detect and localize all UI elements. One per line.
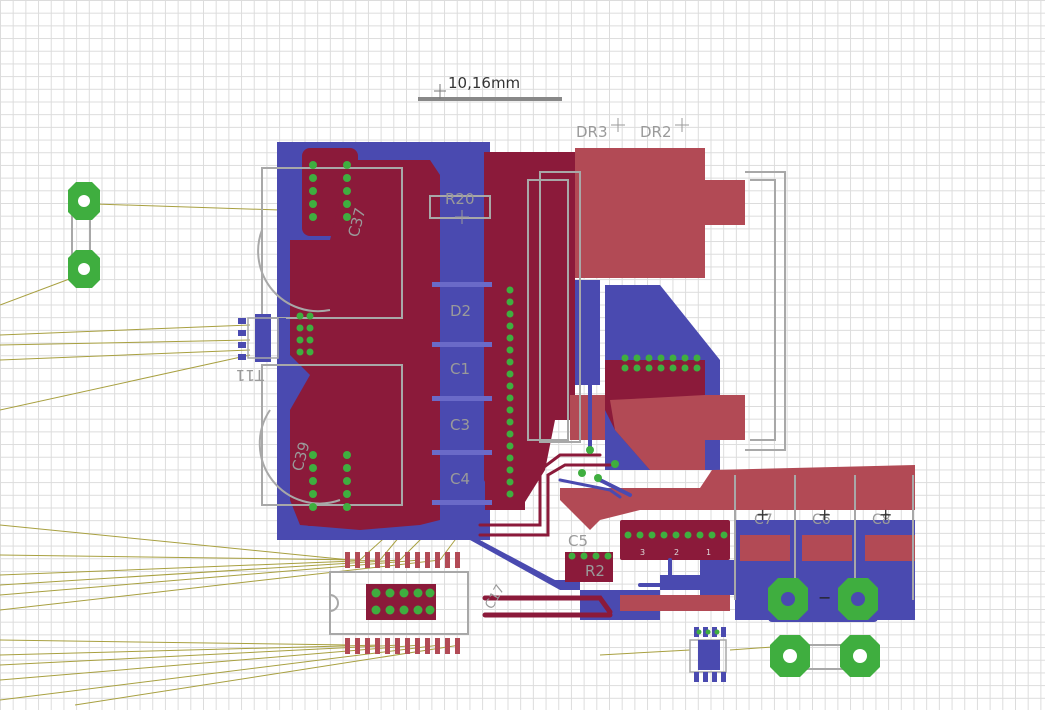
connector-bottom[interactable]: [770, 635, 880, 677]
top-copper-light: [560, 148, 915, 611]
dimension-measure[interactable]: 10,16mm: [418, 74, 562, 101]
dimension-label: 10,16mm: [448, 74, 520, 92]
connector-power[interactable]: [768, 578, 878, 622]
label-r2[interactable]: R2: [585, 562, 605, 580]
via-pads: [296, 161, 728, 560]
pin-numbers: 3 2 1: [640, 548, 711, 557]
pin-3: 3: [640, 548, 645, 557]
pin-1: 1: [706, 548, 711, 557]
pin-2: 2: [674, 548, 679, 557]
label-dr2[interactable]: DR2: [640, 123, 672, 141]
origin-crosses: [455, 118, 689, 224]
plus-marker-c7: +: [756, 505, 769, 524]
smd-component-bottom[interactable]: [689, 627, 727, 682]
label-c1[interactable]: C1: [450, 360, 470, 378]
t11-component[interactable]: [238, 314, 286, 362]
label-d2[interactable]: D2: [450, 302, 471, 320]
plus-marker-c8: +: [879, 505, 892, 524]
label-c3[interactable]: C3: [450, 416, 470, 434]
cap-markers: [432, 282, 492, 505]
label-r20[interactable]: R20: [445, 190, 475, 208]
label-dr3[interactable]: DR3: [576, 123, 608, 141]
ic-package[interactable]: [345, 552, 460, 654]
minus-marker-power: −: [818, 588, 831, 607]
connector-left[interactable]: [68, 182, 100, 288]
label-t11[interactable]: T11: [236, 366, 265, 384]
label-c6[interactable]: C6: [812, 512, 831, 528]
traces: [478, 383, 672, 618]
silkscreen: [257, 167, 914, 635]
label-c7[interactable]: C7: [754, 512, 773, 528]
label-c5[interactable]: C5: [568, 532, 588, 550]
label-c4[interactable]: C4: [450, 470, 470, 488]
polarity-markers: + + + −: [756, 505, 892, 607]
label-c8[interactable]: C8: [872, 512, 891, 528]
plus-marker-c6: +: [818, 505, 831, 524]
